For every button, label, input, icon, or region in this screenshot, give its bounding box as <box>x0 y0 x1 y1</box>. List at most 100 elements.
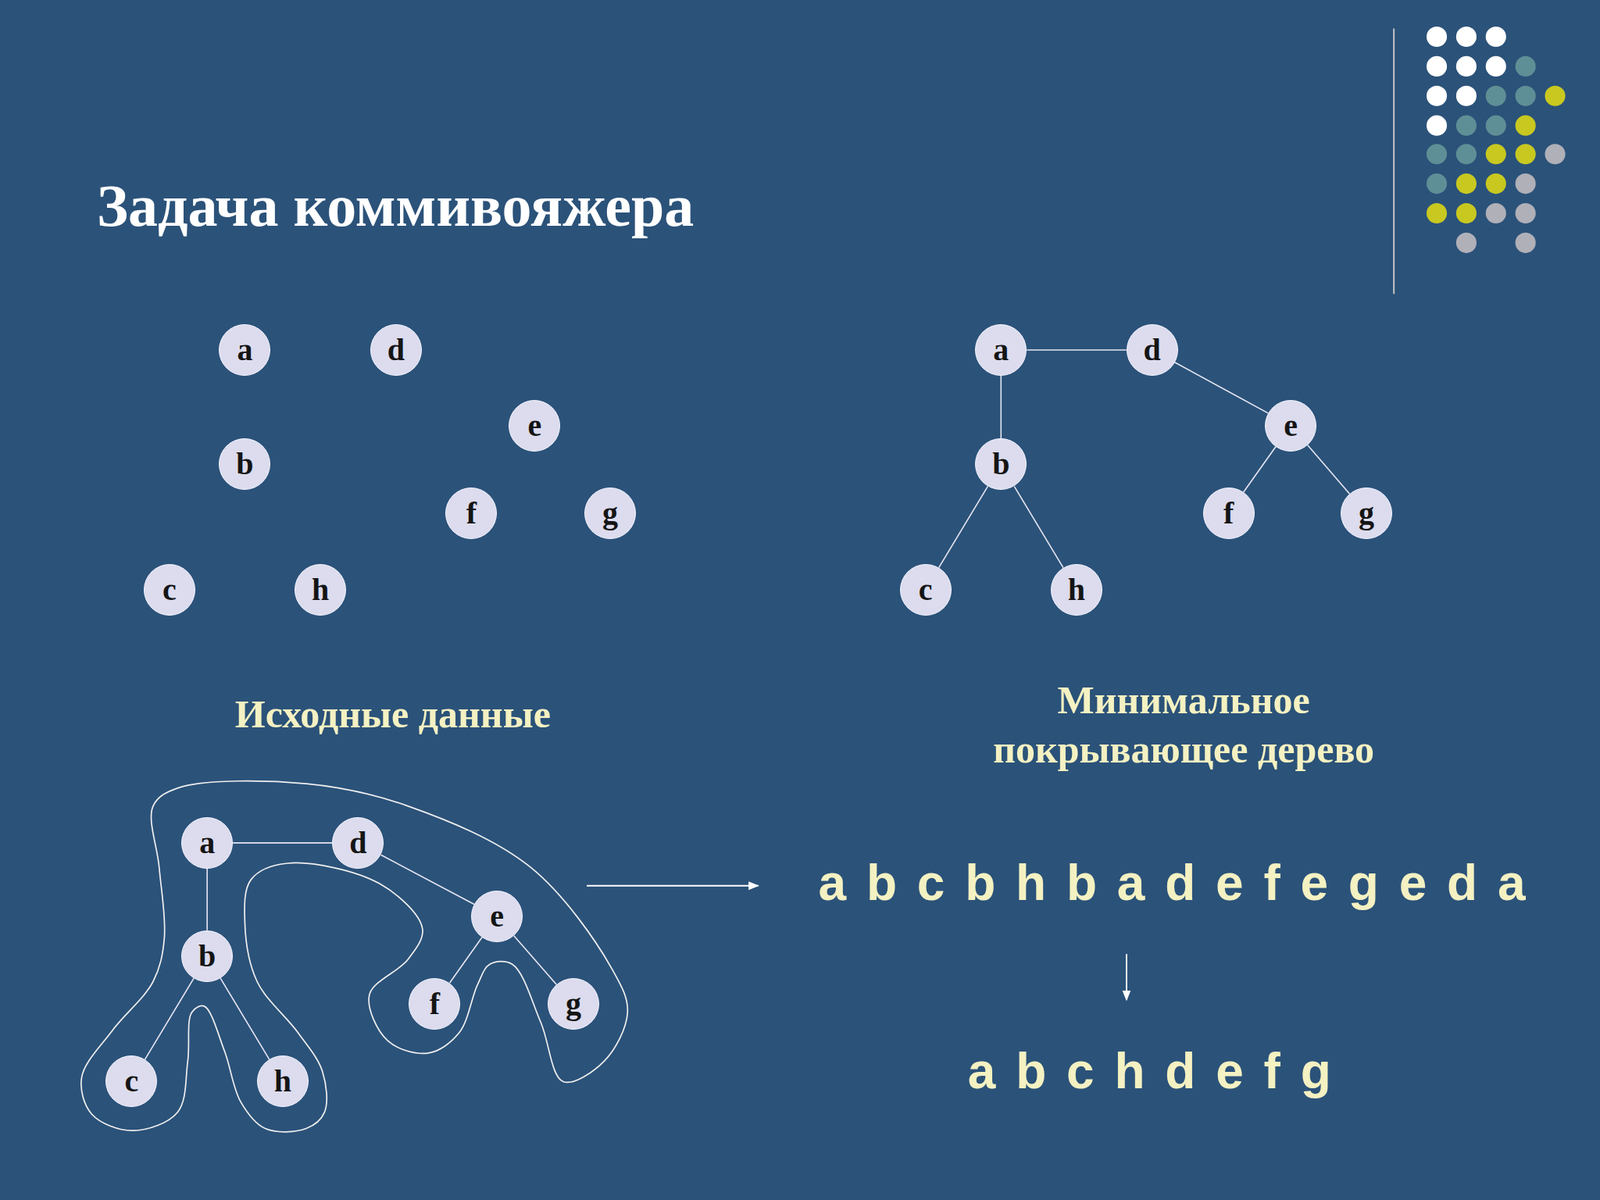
decor-dot <box>1515 173 1536 194</box>
graph-vertex: h <box>257 1055 309 1108</box>
tree-edge <box>939 486 989 568</box>
tree-edge <box>1243 446 1276 493</box>
decor-dot <box>1456 173 1477 194</box>
caption-label: Минимальное покрывающее дерево <box>957 675 1411 774</box>
decor-dot <box>1485 115 1507 136</box>
sequence-label: a b c h d e f g <box>967 1039 1335 1103</box>
tree-edge <box>514 935 558 986</box>
tree-edge <box>1175 362 1269 414</box>
graph-vertex: c <box>143 564 196 616</box>
decor-dot <box>1456 115 1477 136</box>
vertex-letter: c <box>125 1065 140 1097</box>
graph-vertex: d <box>370 324 422 376</box>
graph-vertex: h <box>294 564 347 616</box>
decor-dot <box>1485 173 1507 194</box>
decor-dot <box>1544 143 1565 165</box>
graph-vertex: d <box>1126 324 1179 376</box>
graph-vertex: g <box>584 487 636 540</box>
vertex-letter: e <box>489 900 504 933</box>
caption-label: Исходные данные <box>235 689 551 740</box>
tree-edge <box>1307 445 1350 494</box>
tree-edge <box>144 978 194 1060</box>
vertex-letter: g <box>1358 497 1375 529</box>
vertex-letter: c <box>162 574 177 606</box>
tour-outline <box>81 781 628 1133</box>
graph-vertex: g <box>547 978 600 1030</box>
graph-vertex: c <box>105 1055 158 1108</box>
vertex-letter: h <box>1067 574 1086 606</box>
graph-vertex: e <box>1264 400 1317 452</box>
decor-dot <box>1515 232 1536 254</box>
vertex-letter: f <box>1223 497 1234 529</box>
decor-dot <box>1426 85 1447 107</box>
graph-vertex: f <box>408 978 461 1030</box>
decor-dot <box>1515 115 1536 136</box>
graph-vertex: h <box>1050 564 1103 616</box>
graph-vertex: g <box>1340 487 1393 540</box>
graph-vertex: b <box>218 438 271 490</box>
decor-dot <box>1426 56 1447 77</box>
vertex-letter: c <box>918 574 933 606</box>
vertex-letter: e <box>1283 410 1298 442</box>
decor-dot <box>1456 143 1477 165</box>
decor-dot <box>1426 203 1447 224</box>
dot-pattern <box>1426 26 1566 254</box>
decor-dot <box>1515 143 1536 165</box>
vertex-letter: a <box>236 334 253 366</box>
divider-line <box>1392 28 1395 295</box>
vertex-letter: h <box>311 574 329 606</box>
graph-vertex: b <box>181 930 233 983</box>
vertex-letter: b <box>198 940 216 972</box>
decor-dot <box>1485 85 1507 107</box>
vertex-letter: f <box>429 988 440 1020</box>
decor-dot <box>1485 203 1507 224</box>
decor-dot <box>1456 232 1477 254</box>
slide-title: Задача коммивояжера <box>96 170 694 242</box>
graph-vertex: e <box>508 400 561 452</box>
vertex-letter: h <box>274 1065 292 1097</box>
graph-vertex: f <box>445 487 497 540</box>
flow-arrow <box>586 885 758 887</box>
graph-vertex: a <box>181 817 233 869</box>
vertex-letter: b <box>992 448 1010 480</box>
decor-dot <box>1426 143 1447 165</box>
vertex-letter: e <box>528 410 543 442</box>
graph-vertex: f <box>1203 487 1255 540</box>
vertex-letter: a <box>992 334 1009 366</box>
decor-dot <box>1426 115 1447 136</box>
graph-vertex: d <box>332 817 384 869</box>
tree-edge <box>1000 375 1002 439</box>
vertex-letter: d <box>1142 334 1161 366</box>
graph-vertex: c <box>900 564 952 616</box>
decor-dot <box>1485 56 1507 77</box>
decor-dot <box>1456 56 1477 77</box>
decor-dot <box>1456 26 1477 47</box>
tree-edge <box>220 978 270 1060</box>
graph-vertex: e <box>471 890 523 943</box>
decor-dot <box>1426 173 1447 194</box>
vertex-letter: f <box>466 497 477 529</box>
tree-edge <box>381 854 475 904</box>
decor-dot <box>1485 143 1507 165</box>
decor-dot <box>1515 85 1536 107</box>
tree-edge <box>206 868 208 931</box>
graph-vertex: a <box>975 324 1027 376</box>
decor-dot <box>1515 56 1536 77</box>
decor-dot <box>1515 203 1536 224</box>
tree-edge <box>1014 486 1064 568</box>
decor-dot <box>1426 26 1447 47</box>
sequence-label: a b c b h b a d e f e g e d a <box>818 851 1529 915</box>
vertex-letter: g <box>602 497 618 529</box>
tree-edge <box>232 842 333 844</box>
decor-dot <box>1544 85 1565 107</box>
flow-arrow <box>1125 953 1128 1000</box>
graph-vertex: a <box>218 324 271 376</box>
vertex-letter: a <box>199 827 215 859</box>
decor-dot <box>1485 26 1507 47</box>
decor-dot <box>1456 85 1477 107</box>
tree-edge <box>449 937 482 983</box>
vertex-letter: d <box>349 827 367 859</box>
tree-edge <box>1026 349 1126 351</box>
decor-dot <box>1456 203 1477 224</box>
